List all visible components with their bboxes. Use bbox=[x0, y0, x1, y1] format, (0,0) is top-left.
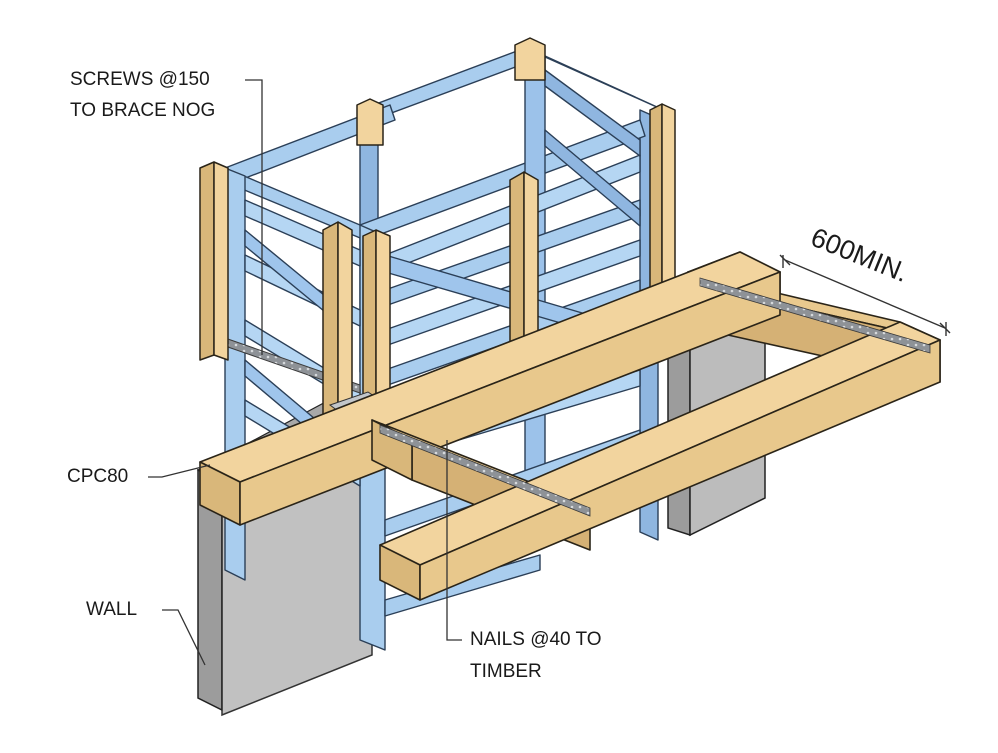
nail-plate-strips bbox=[379, 277, 931, 517]
dimension-line-600 bbox=[779, 254, 951, 336]
nails-label-line2: TIMBER bbox=[470, 661, 542, 682]
nails-label-line1: NAILS @40 TO bbox=[470, 629, 602, 650]
screws-label-line2: TO BRACE NOG bbox=[70, 100, 216, 121]
wall-label: WALL bbox=[86, 599, 138, 620]
screws-leader bbox=[245, 79, 263, 355]
timber-beams bbox=[199, 251, 941, 601]
leader-lines bbox=[148, 79, 462, 666]
wall-leader bbox=[162, 609, 206, 666]
screws-label-line1: SCREWS @150 bbox=[70, 69, 210, 90]
cpc80-leader bbox=[148, 464, 211, 478]
nails-leader bbox=[446, 440, 462, 641]
cpc80-label: CPC80 bbox=[67, 466, 129, 487]
timber-studs bbox=[199, 37, 676, 426]
